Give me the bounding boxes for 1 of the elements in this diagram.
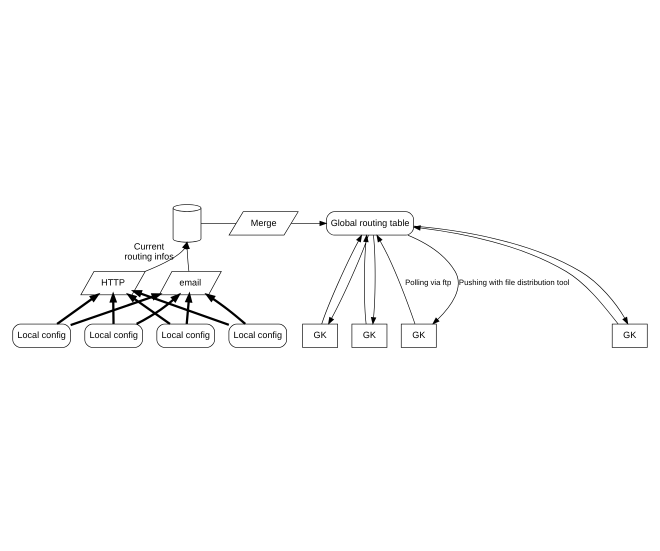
node-label: Current routing infos [124, 241, 174, 261]
